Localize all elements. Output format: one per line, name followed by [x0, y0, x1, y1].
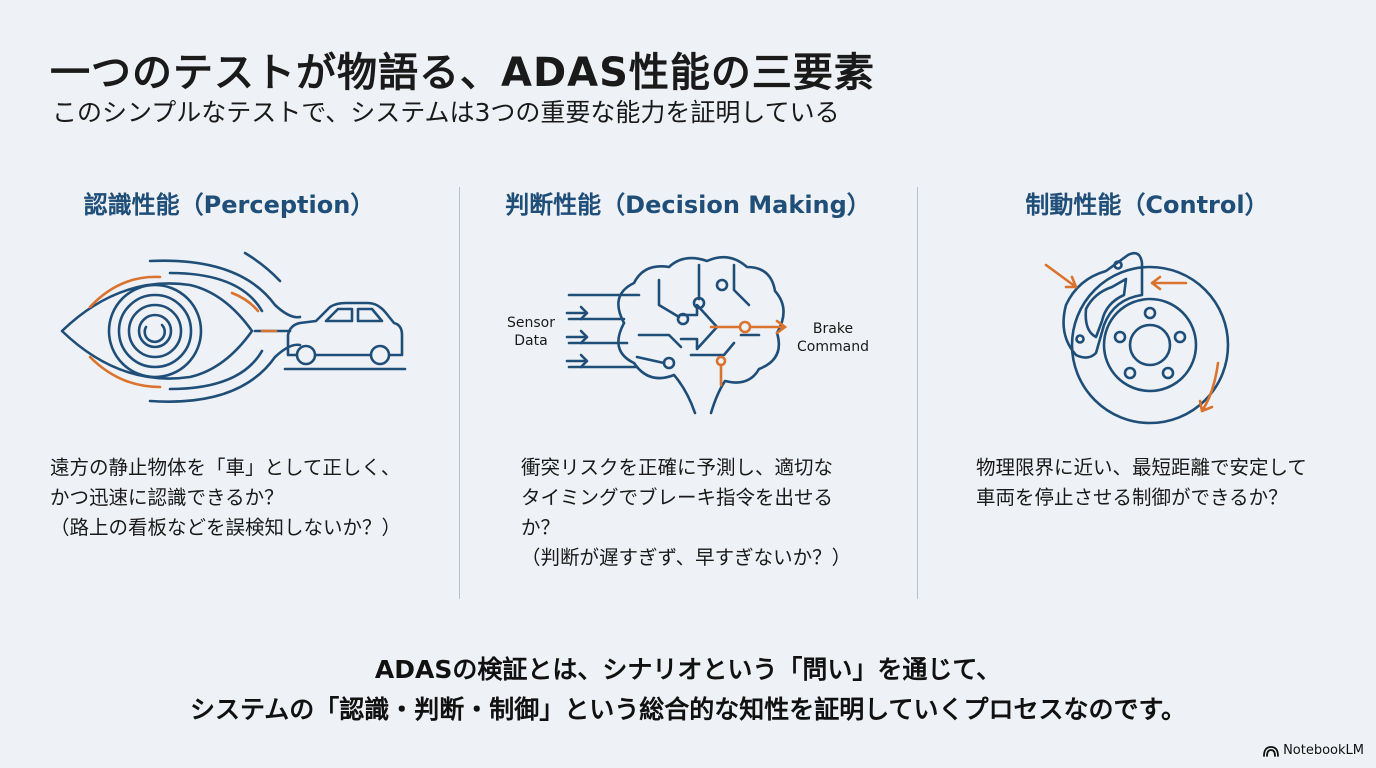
decision-description: 衝突リスクを正確に予測し、適切な タイミングでブレーキ指令を出せる か？ （判断… — [521, 453, 851, 573]
brain-circuit-icon: Sensor Data Brake Command — [507, 255, 869, 415]
control-line: 車両を停止させる制御ができるか？ — [976, 486, 1288, 509]
data-label: Data — [514, 333, 547, 349]
conclusion: ADASの検証とは、シナリオという「問い」を通じて、 システムの「認識・判断・制… — [0, 650, 1376, 730]
decision-line: タイミングでブレーキ指令を出せる — [521, 486, 834, 509]
brand-badge: NotebookLM — [1263, 743, 1364, 758]
perception-description: 遠方の静止物体を「車」として正しく、 かつ迅速に認識できるか？ （路上の看板など… — [50, 453, 401, 543]
column-divider-2 — [917, 187, 918, 599]
eye-car-icon — [60, 251, 407, 403]
page-title: 一つのテストが物語る、ADAS性能の三要素 — [50, 50, 875, 96]
sensor-label: Sensor — [507, 315, 555, 331]
perception-line: かつ迅速に認識できるか？ — [50, 486, 284, 509]
decision-column: 判断性能（Decision Making） — [459, 185, 917, 605]
perception-line: （路上の看板などを誤検知しないか？） — [50, 516, 402, 539]
brand-label: NotebookLM — [1283, 743, 1364, 758]
decision-line: か？ — [521, 516, 561, 539]
notebooklm-logo-icon — [1263, 745, 1279, 757]
brake-disc-icon — [1044, 251, 1230, 425]
brake-label: Brake — [813, 321, 853, 337]
control-line: 物理限界に近い、最短距離で安定して — [976, 456, 1307, 479]
perception-column: 認識性能（Perception） — [0, 185, 458, 605]
conclusion-line-2: システムの「認識・判断・制御」という総合的な知性を証明していくプロセスなのです。 — [189, 695, 1186, 724]
control-description: 物理限界に近い、最短距離で安定して 車両を停止させる制御ができるか？ — [976, 453, 1307, 513]
command-label: Command — [797, 339, 869, 355]
column-divider-1 — [459, 187, 460, 599]
conclusion-line-1: ADASの検証とは、シナリオという「問い」を通じて、 — [374, 655, 1002, 684]
perception-line: 遠方の静止物体を「車」として正しく、 — [50, 456, 401, 479]
page-subtitle: このシンプルなテストで、システムは3つの重要な能力を証明している — [52, 98, 840, 127]
decision-line: 衝突リスクを正確に予測し、適切な — [521, 456, 834, 479]
decision-heading: 判断性能（Decision Making） — [505, 191, 871, 219]
control-heading: 制動性能（Control） — [1025, 191, 1269, 219]
perception-heading: 認識性能（Perception） — [83, 191, 375, 219]
control-column: 制動性能（Control） 物理限界に近い、最短距離で安定して 車両を停止させる… — [918, 185, 1376, 605]
decision-line: （判断が遅すぎず、早すぎないか？） — [521, 546, 852, 569]
